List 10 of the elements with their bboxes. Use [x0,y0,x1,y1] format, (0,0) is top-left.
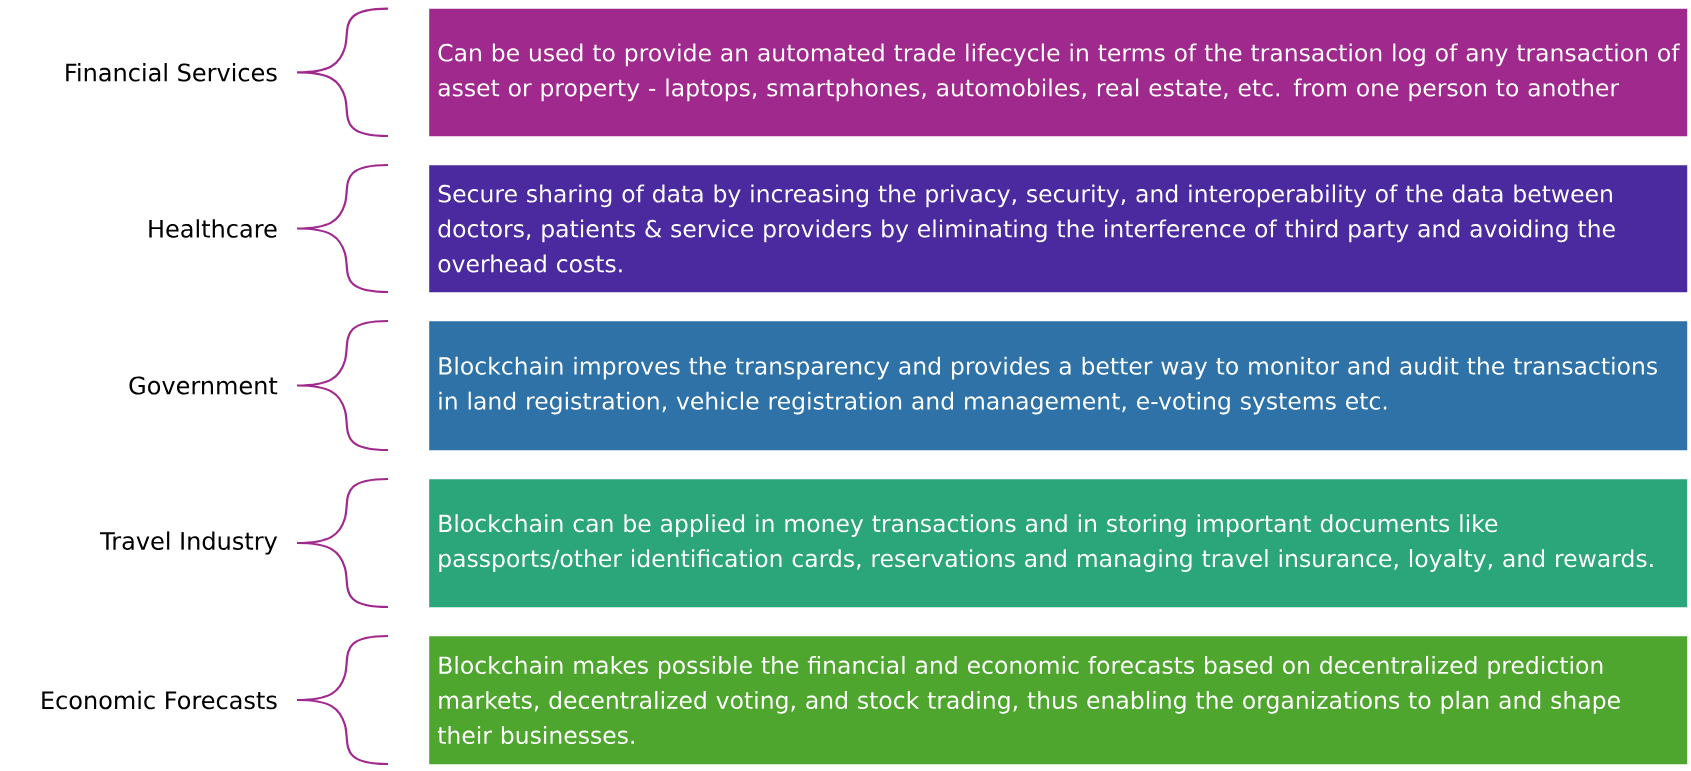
category-label: Travel Industry [100,531,278,555]
text-box: Blockchain makes possible the financial and economic forecasts based on decentralized prediction markets, decentralized voting, and stock trading, thus enabling the organizations to plan and shape their businesses. [429,636,1688,765]
category-label: Government [129,376,278,395]
text-box: Secure sharing of data by increasing the privacy, security, and interoperability of the data between doctors, patients & service providers by eliminating the interference of third party and avoiding the overhead costs. [429,165,1688,293]
text-box: Can be used to provide an automated trade lifecycle in terms of the transaction log of any transaction of asset or property - laptops, smartphones, automobiles, real estate, etc. from one person to another [429,8,1688,137]
category-label: Economic Forecasts [42,690,277,710]
text-box: Blockchain improves the transparency and provides a better way to monitor and audit the transactions in land registration, vehicle registration and management, e-voting systems etc. [429,321,1688,451]
text-box: Blockchain can be applied in money transactions and in storing important documents like passports/other identification cards, reservations and managing travel insurance, loyalty, and rewards. [429,479,1688,608]
category-label: Healthcare [149,219,277,238]
category-label: Financial Services [66,63,277,82]
